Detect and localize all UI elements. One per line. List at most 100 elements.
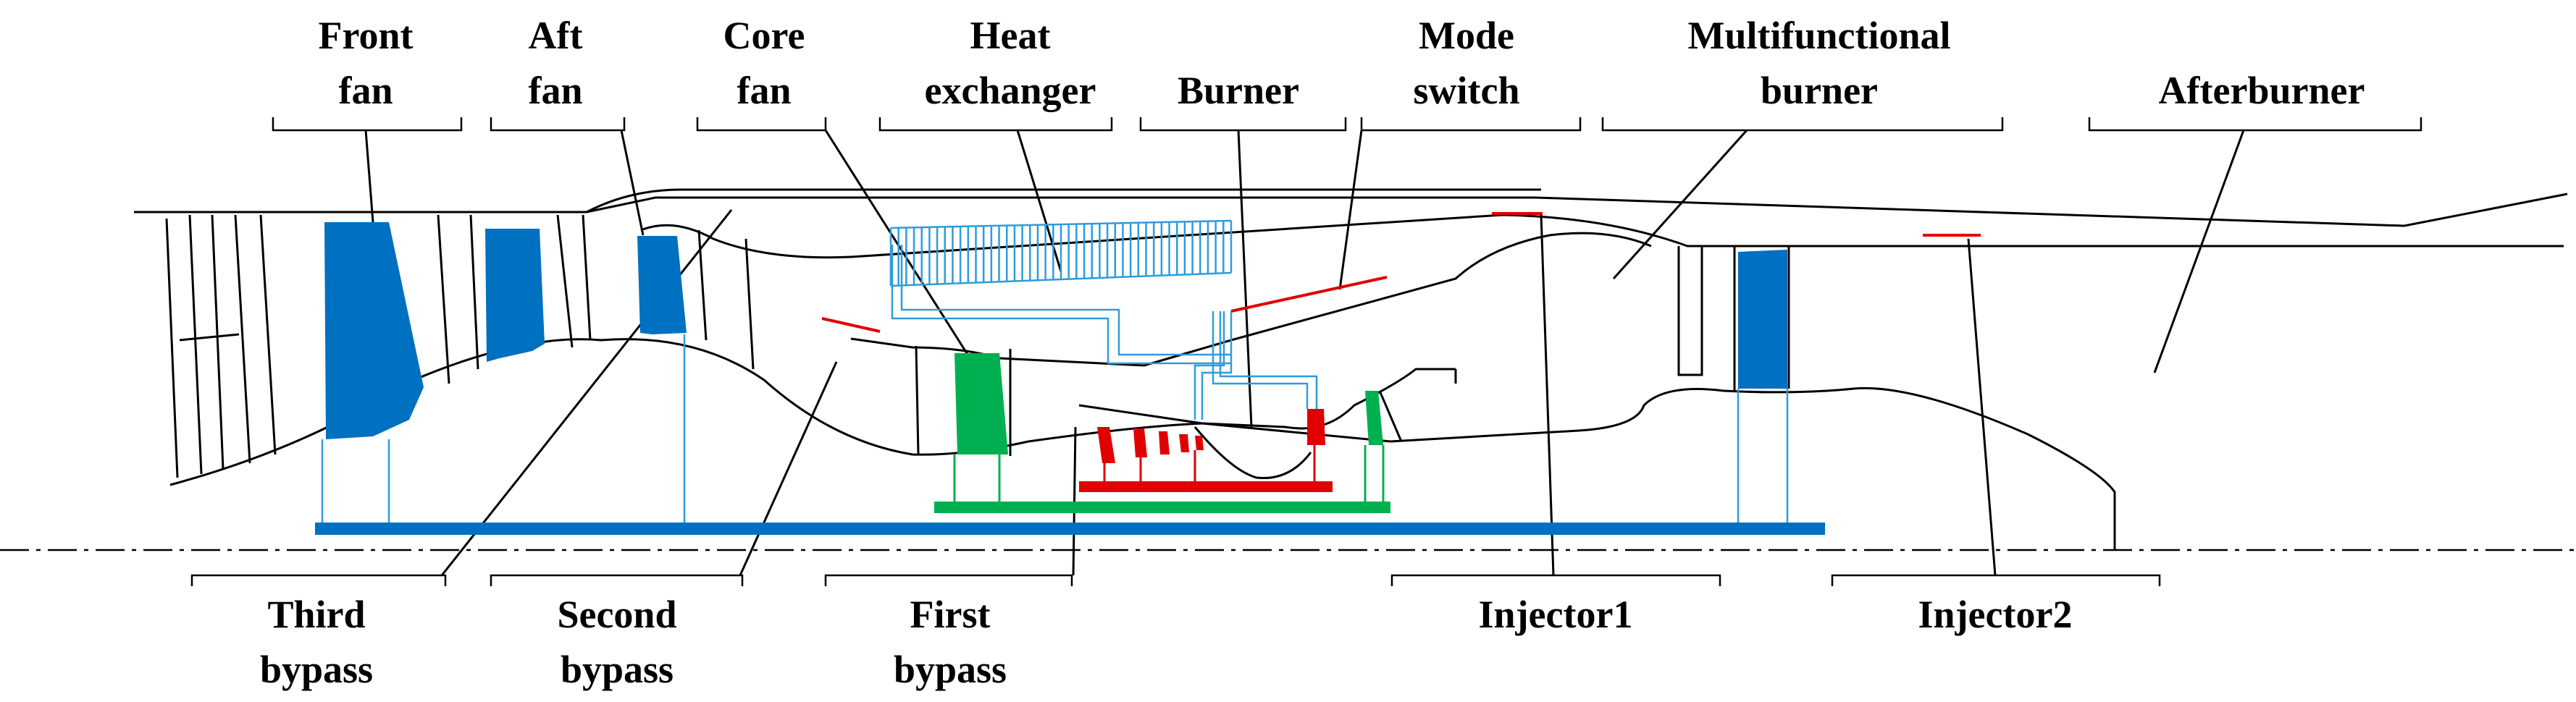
hx-feed-pipe-3 bbox=[1212, 311, 1309, 409]
mode-switch-valve bbox=[1230, 276, 1388, 313]
label-first-bypass-line2: bypass bbox=[894, 648, 1007, 691]
label-multifunctional-burner-line2: burner bbox=[1761, 69, 1878, 112]
label-third-bypass: Third bypass bbox=[190, 209, 733, 691]
leader-injector2 bbox=[1967, 238, 1997, 576]
core-fan-blade bbox=[955, 353, 1008, 454]
fan-strut-1 bbox=[437, 214, 450, 384]
aft-fan-blade bbox=[485, 229, 545, 362]
lp-spool-links bbox=[321, 334, 1789, 523]
heat-exchanger bbox=[889, 219, 1318, 420]
outer-casing bbox=[134, 193, 2568, 227]
leader-third-bypass bbox=[440, 209, 733, 576]
bracket-front-fan bbox=[272, 117, 463, 132]
turbine-casing bbox=[1378, 390, 1403, 442]
leader-front-fan bbox=[364, 130, 374, 223]
label-mode-switch-line2: switch bbox=[1414, 69, 1520, 112]
fan-strut-4 bbox=[582, 214, 592, 341]
core-strut-2 bbox=[744, 238, 755, 370]
hx-top-wall bbox=[890, 219, 1232, 229]
intake-strut-link bbox=[179, 333, 240, 342]
label-second-bypass: Second bypass bbox=[490, 361, 838, 691]
label-injector1-line1: Injector1 bbox=[1479, 593, 1633, 636]
label-mode-switch: Mode switch bbox=[1338, 14, 1582, 290]
intake-strut-5 bbox=[259, 214, 277, 455]
leader-second-bypass bbox=[739, 361, 838, 576]
hx-tube-bank bbox=[889, 219, 1233, 287]
engine-outline bbox=[134, 188, 2568, 550]
intake-strut-1 bbox=[165, 218, 179, 478]
bracket-burner bbox=[1139, 117, 1347, 132]
lp-turbine-blade bbox=[1738, 250, 1787, 389]
label-second-bypass-line1: Second bbox=[557, 593, 676, 636]
core-strut-1 bbox=[697, 229, 708, 341]
bracket-core-fan bbox=[696, 117, 827, 132]
bracket-afterburner bbox=[2088, 117, 2422, 132]
label-multifunctional-burner: Multifunctional burner bbox=[1601, 14, 2004, 280]
label-afterburner-line1: Afterburner bbox=[2159, 69, 2365, 112]
label-third-bypass-line1: Third bbox=[267, 593, 365, 636]
label-front-fan: Front fan bbox=[272, 14, 463, 223]
hx-feed-pipe-2 bbox=[1201, 311, 1233, 420]
intake-strut-4 bbox=[234, 214, 251, 464]
leader-multifunctional-burner bbox=[1612, 129, 1748, 280]
bracket-mode-switch bbox=[1360, 117, 1582, 132]
first-bypass-wall bbox=[850, 232, 1652, 367]
label-core-fan-line2: fan bbox=[737, 69, 791, 112]
third-bypass-splitter bbox=[586, 188, 1541, 213]
core-hub-line bbox=[169, 338, 2116, 550]
bracket-heat-exchanger bbox=[878, 117, 1113, 132]
second-bypass-splitter bbox=[640, 213, 2564, 259]
label-front-fan-line2: fan bbox=[338, 69, 393, 112]
label-injector1: Injector1 bbox=[1390, 214, 1721, 636]
label-burner: Burner bbox=[1139, 69, 1347, 428]
hx-inner-pipe bbox=[900, 245, 1231, 356]
hx-feed-pipe-1 bbox=[1193, 311, 1225, 420]
label-injector2: Injector2 bbox=[1831, 238, 2161, 636]
high-pressure-shaft bbox=[1079, 481, 1333, 492]
leader-first-bypass bbox=[1072, 426, 1077, 576]
third-fan-blade bbox=[637, 236, 687, 334]
intake-strut-2 bbox=[188, 214, 203, 475]
front-fan-blade bbox=[324, 222, 424, 439]
bracket-injector1 bbox=[1390, 574, 1721, 586]
bracket-first-bypass bbox=[824, 574, 1073, 586]
label-front-fan-line1: Front bbox=[319, 14, 414, 57]
label-core-fan: Core fan bbox=[696, 14, 981, 373]
hx-outer-pipe bbox=[891, 245, 1231, 365]
core-fan-casing-front bbox=[915, 345, 920, 455]
label-heat-exchanger-line1: Heat bbox=[970, 14, 1051, 57]
burner-liner bbox=[1078, 368, 1456, 430]
low-pressure-shaft bbox=[315, 523, 1825, 535]
label-aft-fan-line1: Aft bbox=[529, 14, 583, 57]
hp-compressor-stages bbox=[1097, 427, 1204, 463]
fan-strut-2 bbox=[469, 214, 479, 370]
leader-mode-switch bbox=[1338, 130, 1363, 290]
bracket-third-bypass bbox=[190, 574, 447, 586]
bracket-multifunctional-burner bbox=[1601, 117, 2004, 132]
hp-spool-links bbox=[1103, 445, 1316, 481]
label-second-bypass-line2: bypass bbox=[561, 648, 674, 691]
label-mode-switch-line1: Mode bbox=[1419, 14, 1514, 57]
hx-bottom-wall bbox=[890, 271, 1232, 287]
label-core-fan-line1: Core bbox=[723, 14, 805, 57]
fan-strut-3 bbox=[556, 214, 574, 348]
bracket-second-bypass bbox=[490, 574, 744, 586]
label-burner-line1: Burner bbox=[1178, 69, 1299, 112]
injector-first-bypass bbox=[821, 317, 881, 333]
leader-heat-exchanger bbox=[1016, 130, 1062, 272]
label-third-bypass-line2: bypass bbox=[260, 648, 373, 691]
hx-feed-pipe-4 bbox=[1219, 311, 1318, 409]
label-first-bypass: First bypass bbox=[824, 426, 1077, 691]
label-afterburner: Afterburner bbox=[2088, 69, 2422, 373]
core-shaft bbox=[934, 502, 1390, 513]
label-injector2-line1: Injector2 bbox=[1918, 593, 2073, 636]
leader-afterburner bbox=[2153, 130, 2245, 373]
leader-injector1 bbox=[1540, 214, 1555, 576]
bracket-injector2 bbox=[1831, 574, 2161, 586]
afterburner-flameholder bbox=[1677, 246, 1703, 376]
leader-aft-fan bbox=[620, 130, 645, 236]
intake-strut-3 bbox=[211, 214, 225, 470]
label-first-bypass-line1: First bbox=[910, 593, 991, 636]
label-heat-exchanger-line2: exchanger bbox=[925, 69, 1096, 112]
